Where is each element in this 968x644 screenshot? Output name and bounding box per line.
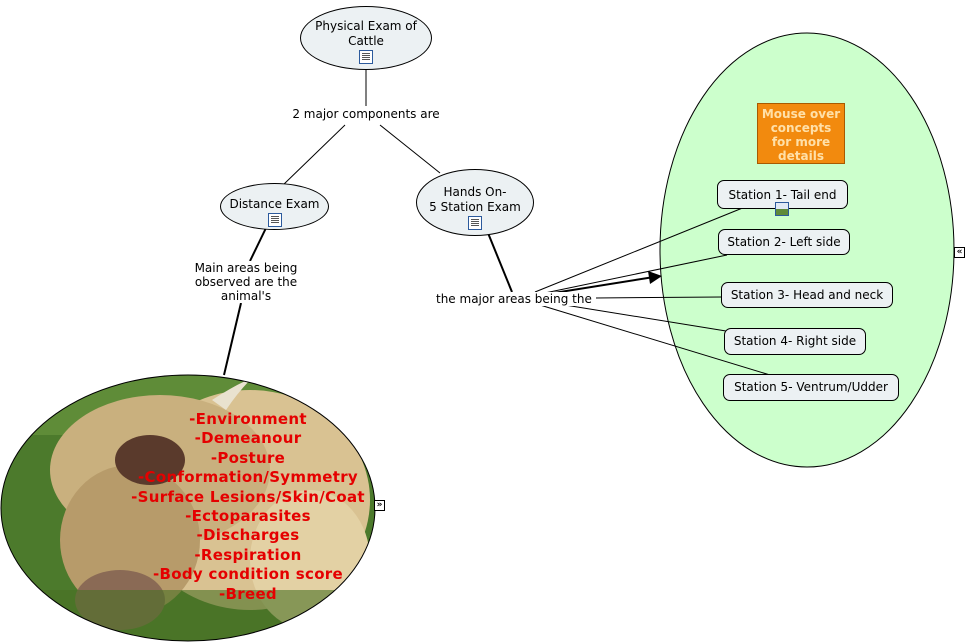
arrowhead <box>648 271 662 284</box>
connector-to-station-3 <box>594 296 723 299</box>
link-label-observed: Main areas being observed are the animal… <box>186 261 306 303</box>
station-5-label: Station 5- Ventrum/Udder <box>734 380 888 394</box>
hands-on-label-1: Hands On- <box>443 185 507 199</box>
title-node-label-1: Physical Exam of <box>315 19 417 33</box>
mouse-over-hint-box: Mouse over concepts for more details <box>757 103 845 164</box>
observed-area-item: -Breed <box>219 584 277 603</box>
observed-area-item: -Conformation/Symmetry <box>138 468 358 487</box>
observed-area-item: -Environment <box>189 410 307 428</box>
observed-area-item: -Respiration <box>194 545 302 564</box>
document-icon[interactable] <box>267 213 282 227</box>
station-5-node[interactable]: Station 5- Ventrum/Udder <box>723 374 899 401</box>
observed-area-item: -Ectoparasites <box>185 507 311 526</box>
link-label-components: 2 major components are <box>290 107 442 121</box>
station-1-label: Station 1- Tail end <box>728 188 837 202</box>
station-4-node[interactable]: Station 4- Right side <box>724 328 866 355</box>
link-observed-line-1: Main areas being <box>194 261 298 275</box>
title-node-label-2: Cattle <box>348 34 384 48</box>
station-3-node[interactable]: Station 3- Head and neck <box>721 282 893 308</box>
distance-exam-node[interactable]: Distance Exam <box>220 183 329 230</box>
document-icon[interactable] <box>359 50 373 64</box>
collapse-chevron-icon[interactable]: « <box>954 247 965 258</box>
observed-area-item: -Demeanour <box>194 429 302 448</box>
link-observed-line-3: animal's <box>220 289 272 303</box>
hint-line-2: concepts <box>770 121 832 135</box>
connector-components-handson <box>379 124 441 174</box>
link-label-major-areas: the major areas being the <box>436 292 596 306</box>
image-icon[interactable] <box>775 202 789 216</box>
observed-area-item: -Discharges <box>196 526 300 545</box>
connector-to-station-1 <box>534 206 746 293</box>
observed-area-item: -Surface Lesions/Skin/Coat <box>131 487 365 506</box>
station-3-label: Station 3- Head and neck <box>730 288 884 302</box>
expand-chevron-icon[interactable]: » <box>374 500 385 511</box>
connector-handson-areas <box>487 232 513 293</box>
hint-line-1: Mouse over <box>761 107 841 121</box>
document-icon[interactable] <box>468 216 482 230</box>
station-2-label: Station 2- Left side <box>727 235 841 249</box>
title-node[interactable]: Physical Exam of Cattle <box>300 6 432 70</box>
link-observed-line-2: observed are the <box>194 275 298 289</box>
observed-area-item: -Posture <box>210 448 286 467</box>
hint-line-4: details <box>778 149 824 163</box>
hands-on-label-2: 5 Station Exam <box>429 200 521 214</box>
connector-observed-list <box>223 302 242 376</box>
observed-areas-list: -Environment -Demeanour -Posture -Confor… <box>38 410 458 604</box>
observed-area-item: -Body condition score <box>153 565 343 584</box>
connector-to-station-4 <box>564 304 727 332</box>
hint-line-3: for more <box>771 135 831 149</box>
station-2-node[interactable]: Station 2- Left side <box>718 229 850 255</box>
connector-to-station-5 <box>539 304 771 376</box>
distance-exam-label: Distance Exam <box>229 197 320 211</box>
hands-on-node[interactable]: Hands On- 5 Station Exam <box>416 169 534 236</box>
station-4-label: Station 4- Right side <box>733 334 857 348</box>
connector-to-station-2 <box>539 254 728 295</box>
connector-components-distance <box>281 124 346 187</box>
connector-distance-observed <box>249 227 267 262</box>
